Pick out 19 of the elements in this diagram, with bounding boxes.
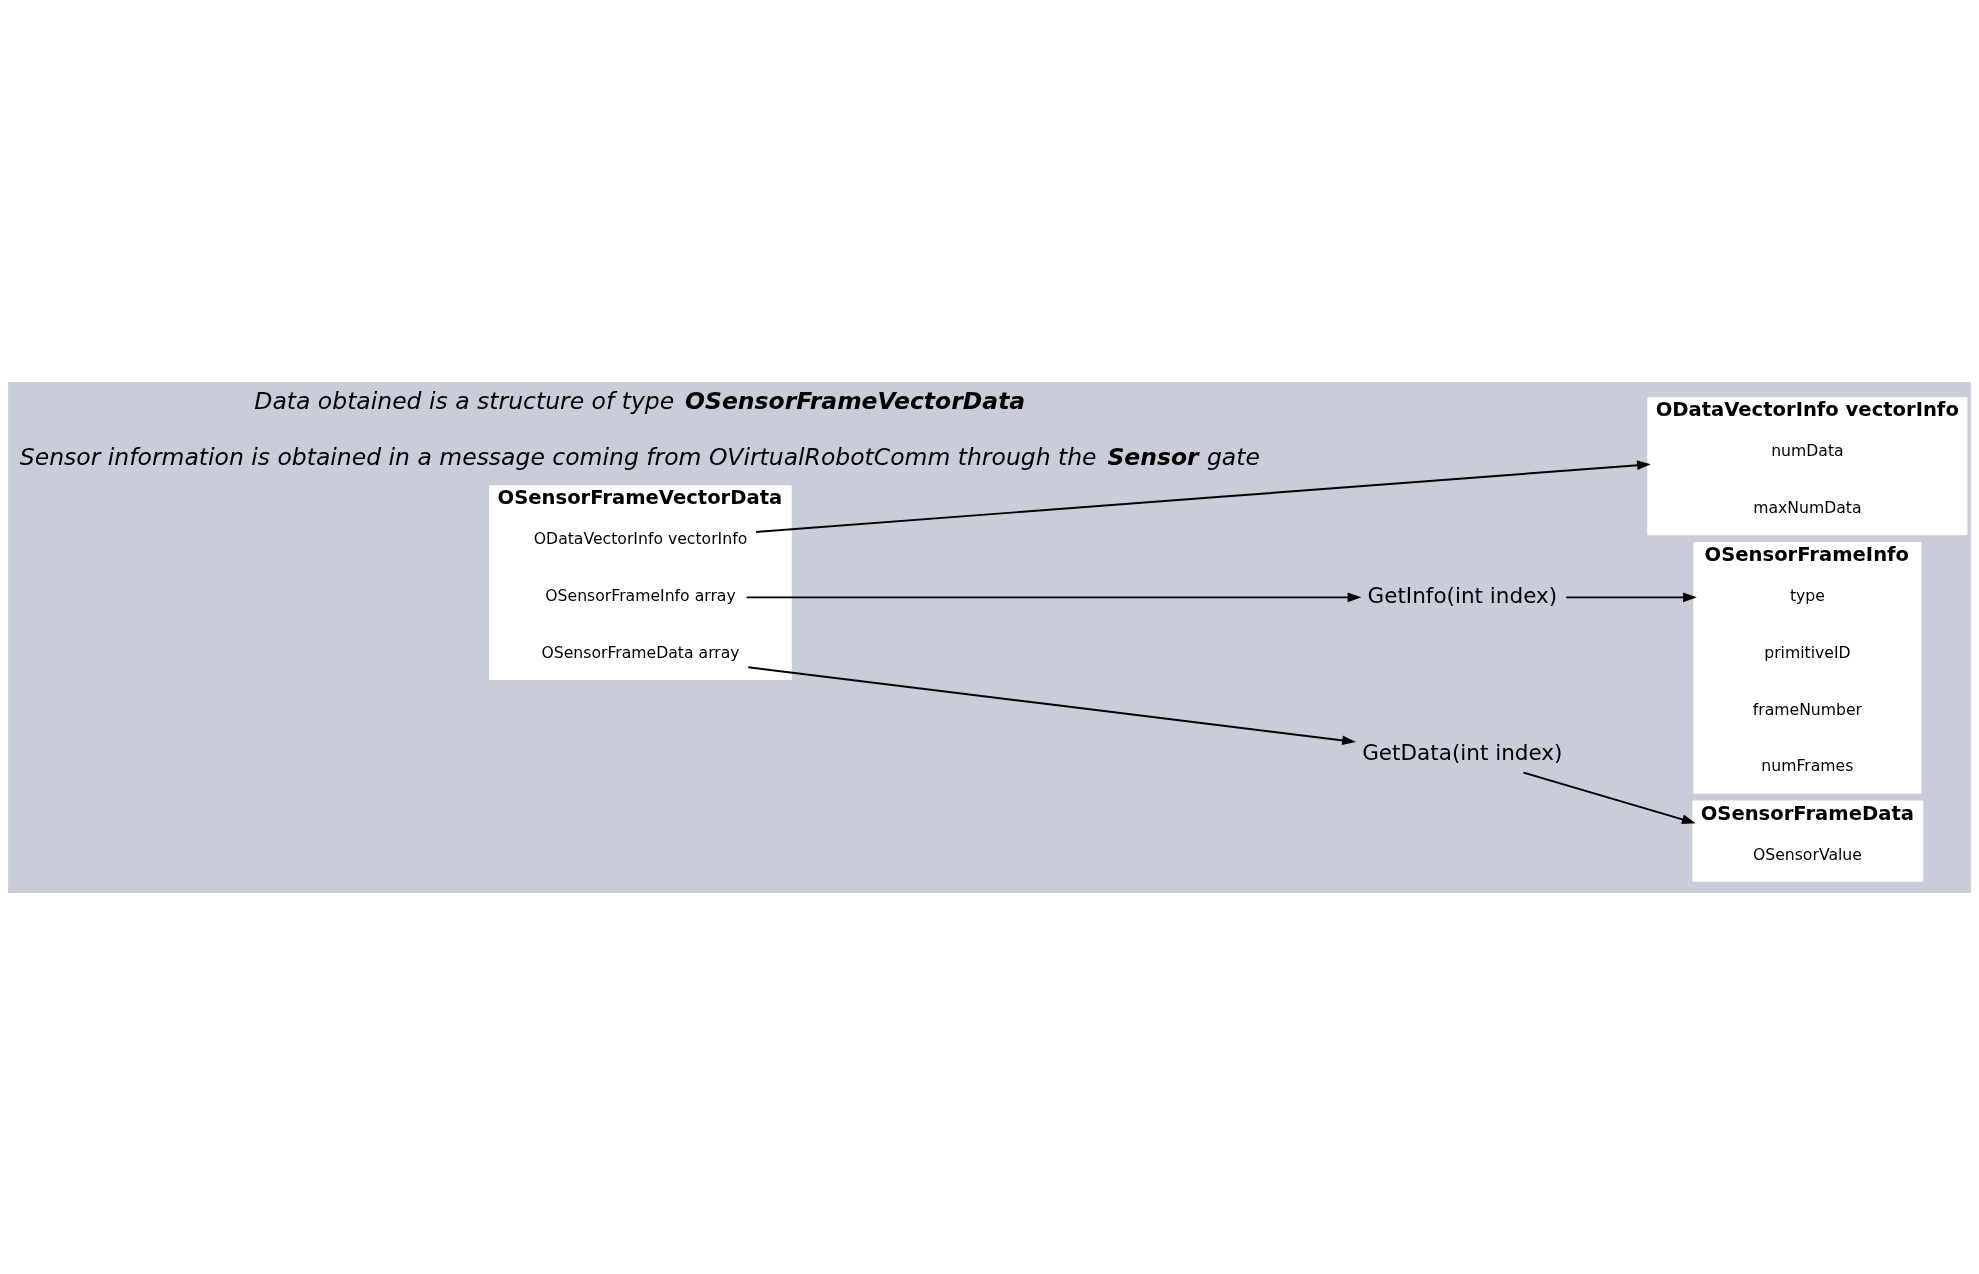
- label: Sensor information is obtained in a message coming from OVirtualRobotComm through the Sensor gate: [19, 442, 1260, 471]
- arrow: [747, 665, 1356, 745]
- node-text: GetData(int index): [1362, 739, 1563, 765]
- node-text: OSensorValue: [1752, 844, 1862, 864]
- node-text: OSensorFrameData array: [541, 642, 740, 662]
- node-text: primitiveID: [1764, 642, 1851, 662]
- arrow: [745, 592, 1362, 602]
- label: Data obtained is a structure of type OSensorFrameVectorData: [254, 386, 1026, 415]
- arrow: [1522, 771, 1696, 824]
- arrow: [755, 460, 1651, 533]
- node-text: numData: [1771, 440, 1844, 460]
- node-text: OSensorFrameInfo array: [545, 585, 736, 605]
- node-text: GetInfo(int index): [1367, 582, 1558, 608]
- node-text: maxNumData: [1753, 497, 1862, 517]
- node-text: ODataVectorInfo vectorInfo: [533, 528, 748, 548]
- node-text: type: [1789, 585, 1825, 605]
- arrow: [1565, 592, 1697, 602]
- node-text: frameNumber: [1752, 699, 1863, 719]
- node-text: numFrames: [1761, 755, 1854, 775]
